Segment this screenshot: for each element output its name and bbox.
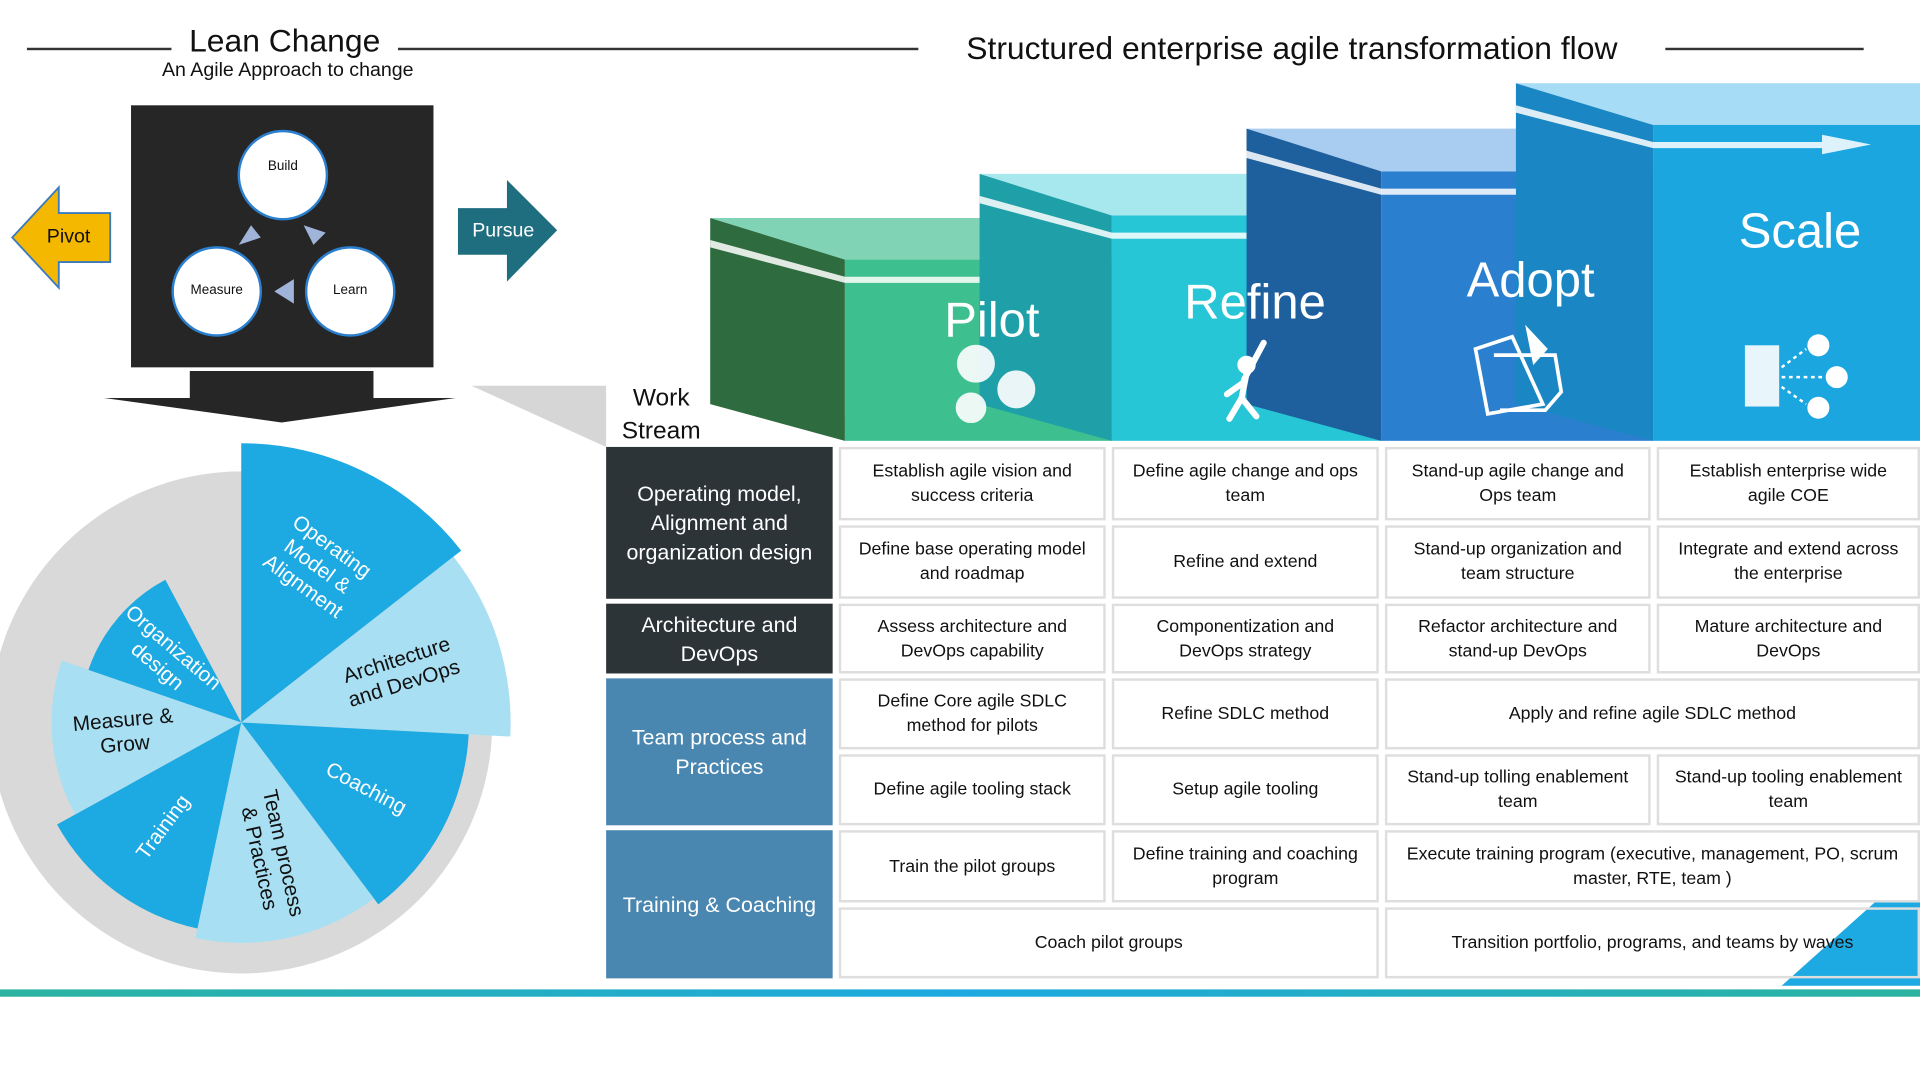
row-header-architecture: Architecture and DevOps — [606, 603, 833, 674]
wheel-segment — [195, 722, 374, 943]
wheel-segment — [51, 660, 242, 815]
page-title: Structured enterprise agile transformati… — [966, 29, 1618, 67]
row-header-operating-model: Operating model, Alignment and organizat… — [606, 446, 833, 599]
table-cell: Define agile change and ops team — [1111, 446, 1379, 521]
table-cell: Refactor architecture and stand-up DevOp… — [1384, 603, 1651, 674]
table-cell: Stand-up tolling enablement team — [1384, 754, 1651, 826]
table-cell: Define agile tooling stack — [838, 754, 1106, 826]
wheel-segment — [241, 443, 462, 723]
table-cell: Componentization and DevOps strategy — [1111, 603, 1379, 674]
work-stream-label: Work Stream — [621, 384, 701, 445]
table-cell: Stand-up tooling enablement team — [1656, 754, 1920, 826]
cycle-arrow-icon — [274, 279, 294, 304]
table-cell: Define Core agile SDLC method for pilots — [838, 678, 1106, 750]
table-cell: Transition portfolio, programs, and team… — [1384, 907, 1920, 979]
row-header-training: Training & Coaching — [606, 830, 833, 979]
transformation-steps — [710, 83, 1920, 441]
cells-icon — [955, 344, 1036, 424]
lean-change-subtitle: An Agile Approach to change — [161, 60, 414, 81]
down-arrow-icon — [104, 371, 456, 423]
table-cell: Train the pilot groups — [838, 830, 1106, 903]
build-label: Build — [267, 159, 298, 174]
learn-label: Learn — [332, 282, 368, 298]
building-network-icon — [1744, 334, 1848, 419]
pivot-arrow-icon — [10, 185, 112, 291]
wheel-segment — [88, 579, 242, 723]
focus-wheel: OperatingModel &AlignmentArchitectureand… — [0, 443, 511, 974]
table-cell: Stand-up agile change and Ops team — [1384, 446, 1651, 521]
table-cell: Establish agile vision and success crite… — [838, 446, 1106, 521]
header-rule — [26, 47, 172, 51]
step-flow-arrow-icon — [1515, 105, 1872, 155]
cycle-arrow-icon — [303, 225, 326, 245]
measure-label: Measure — [190, 282, 243, 298]
table-cell: Refine SDLC method — [1111, 678, 1379, 750]
table-cell: Define base operating model and roadmap — [838, 525, 1106, 599]
table-cell: Setup agile tooling — [1111, 754, 1379, 826]
header-rule — [397, 47, 919, 51]
build-circle — [237, 129, 329, 221]
step-refine-label: Refine — [1184, 275, 1326, 330]
table-cell: Stand-up organization and team structure — [1384, 525, 1651, 599]
wheel-segment — [241, 722, 469, 905]
wheel-segment — [241, 556, 511, 737]
learn-circle — [304, 246, 396, 337]
measure-circle — [171, 246, 263, 337]
table-cell: Define training and coaching program — [1111, 830, 1379, 903]
pivot-label: Pivot — [46, 226, 91, 248]
step-scale-label: Scale — [1738, 204, 1862, 259]
pinned-notes-icon — [1473, 324, 1564, 417]
table-cell: Coach pilot groups — [838, 907, 1379, 979]
step-side-face — [1515, 83, 1654, 441]
table-cell: Assess architecture and DevOps capabilit… — [838, 603, 1106, 674]
table-cell: Integrate and extend across the enterpri… — [1656, 525, 1920, 599]
pursue-label: Pursue — [472, 220, 535, 242]
reaching-person-icon — [1223, 339, 1267, 422]
table-cell: Establish enterprise wide agile COE — [1656, 446, 1920, 521]
cycle-arrow-icon — [238, 225, 261, 245]
table-cell: Mature architecture and DevOps — [1656, 603, 1920, 674]
row-header-team-process: Team process and Practices — [606, 678, 833, 826]
table-cell: Refine and extend — [1111, 525, 1379, 599]
step-top-face — [1515, 83, 1920, 125]
step-adopt-label: Adopt — [1466, 253, 1595, 308]
table-cell: Apply and refine agile SDLC method — [1384, 678, 1920, 750]
lean-change-title: Lean Change — [189, 22, 381, 59]
work-stream-table: Operating model, Alignment and organizat… — [606, 446, 1920, 979]
header-rule — [1665, 47, 1864, 51]
pursue-arrow-icon — [457, 180, 558, 282]
table-cell: Execute training program (executive, man… — [1384, 830, 1920, 903]
step-side-face — [1246, 128, 1382, 441]
bottom-band — [0, 989, 1920, 997]
wheel-segment — [57, 722, 242, 929]
step-flow-arrow-icon — [979, 195, 1333, 245]
step-front-face — [1653, 124, 1920, 441]
step-pilot-label: Pilot — [944, 293, 1040, 348]
work-stream-pointer — [471, 385, 607, 447]
